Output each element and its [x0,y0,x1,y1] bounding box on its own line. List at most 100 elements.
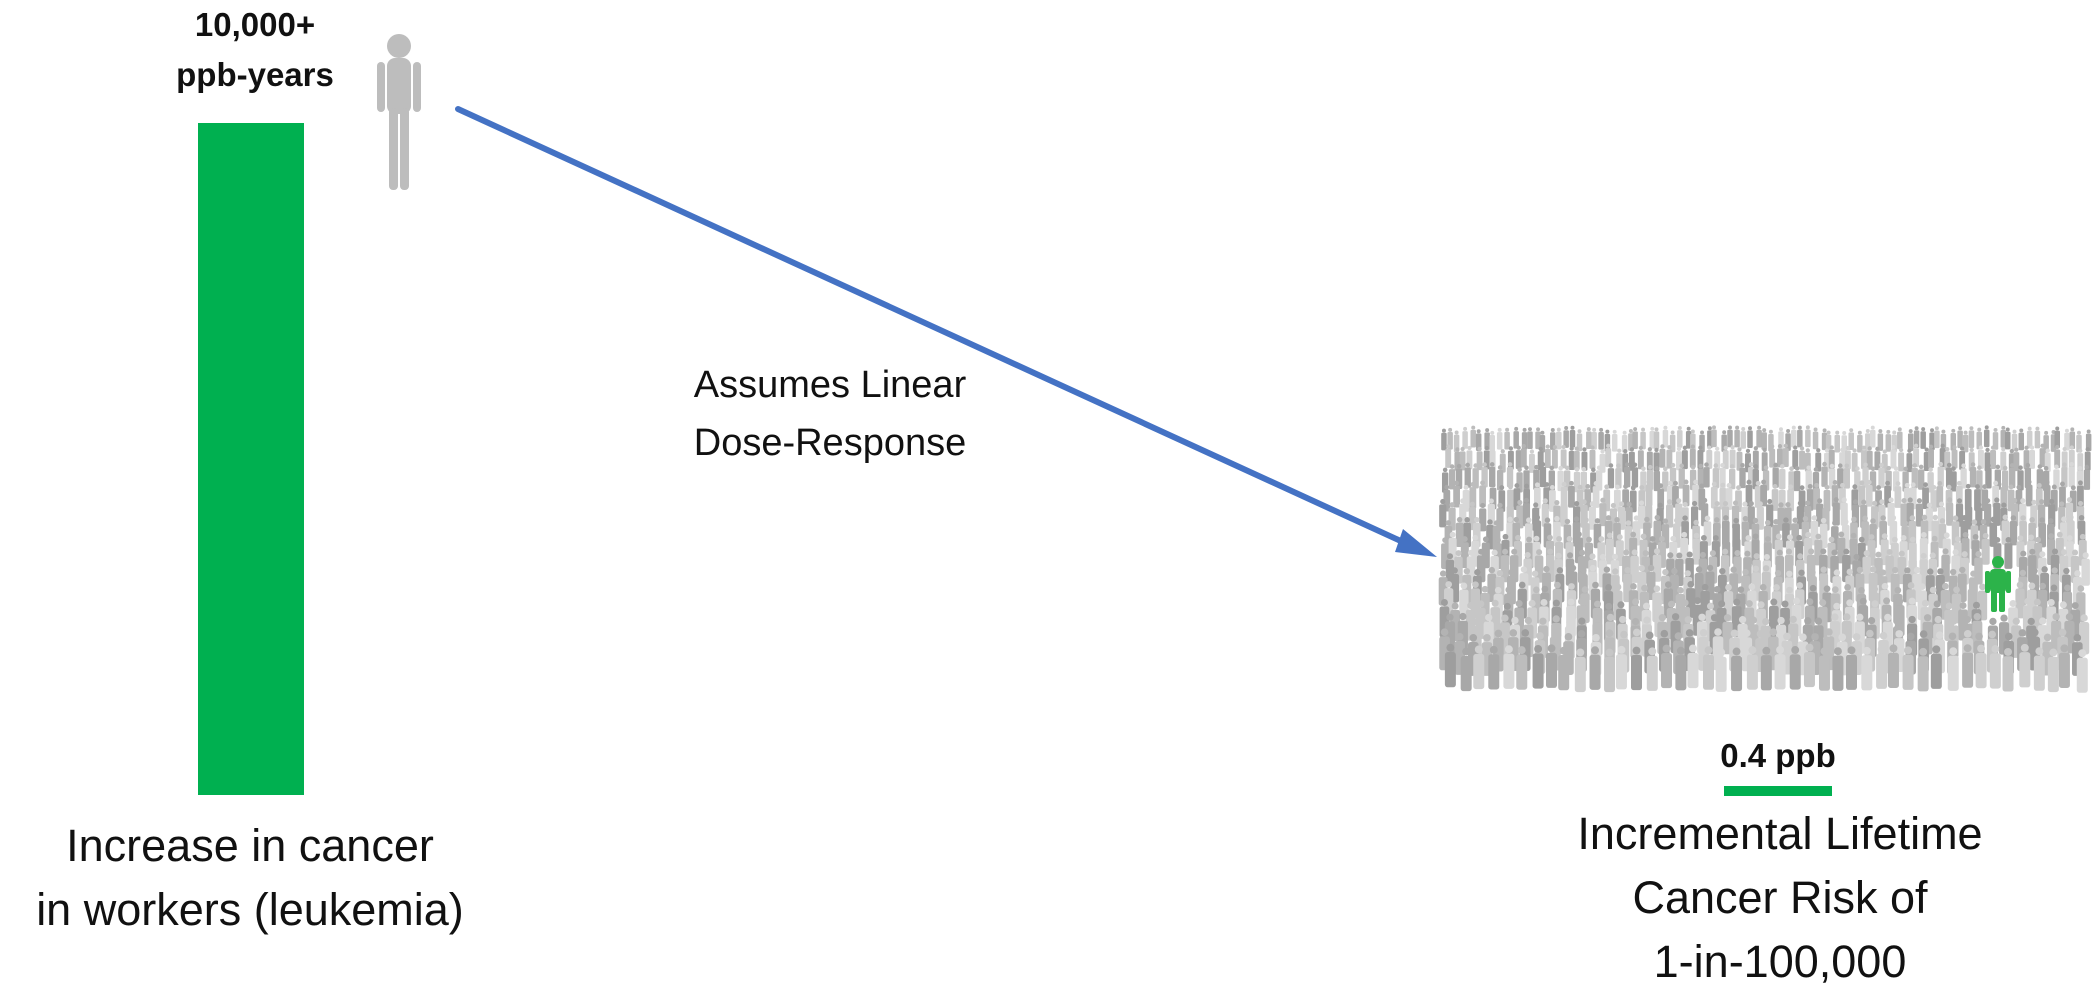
crowd-person [1884,480,1891,508]
crowd-person [1799,446,1805,470]
crowd-person [1631,462,1639,488]
crowd-person [1777,443,1783,468]
worker-caption: Increase in cancer in workers (leukemia) [0,814,500,942]
crowd-person [1624,462,1631,488]
crowd-person [1503,645,1515,689]
crowd-person [1640,427,1646,450]
crowd-person [1484,428,1490,450]
crowd-person [1598,427,1604,450]
public-exposure-bar [1724,786,1832,796]
crowd-person [1504,427,1510,450]
crowd-person [1589,646,1601,690]
crowd-person [2047,648,2059,693]
crowd-person [1682,479,1690,507]
crowd-person [1805,425,1811,448]
crowd-person [1516,646,1528,690]
crowd-person [1870,425,1876,448]
crowd-person [1473,645,1485,690]
crowd-person [1557,465,1564,492]
crowd-person [1876,645,1888,689]
crowd-person [1513,426,1519,449]
crowd-person [1961,531,1970,564]
crowd-person [2029,445,2036,469]
crowd-person [2011,497,2019,527]
crowd-person [1962,430,1969,453]
crowd-person [1500,548,1510,583]
crowd-person [1760,479,1768,507]
crowd-person [2054,444,2061,469]
crowd-person [1977,445,1984,469]
crowd-person [1902,646,1914,690]
arrow-label: Assumes Linear Dose-Response [640,356,1020,472]
crowd-person [1621,430,1628,453]
crowd-person [1464,462,1471,488]
crowd-person [1834,430,1840,453]
crowd-person [2039,443,2046,468]
crowd-person [1573,446,1580,470]
worker-dose-unit: ppb-years [176,56,334,93]
crowd-person [1441,428,1447,451]
crowd-person [2035,483,2043,510]
crowd-person [2002,647,2014,692]
public-dose-label: 0.4 ppb [1680,731,1876,781]
crowd-person [1595,465,1603,491]
crowd-person [1563,426,1569,448]
crowd-person [1649,426,1656,449]
crowd-person [1476,548,1486,583]
crowd-person [2033,647,2045,691]
crowd-person [1560,481,1568,509]
crowd-person [1445,444,1452,468]
crowd-person [1771,484,1779,511]
worker-dose-value: 10,000+ [194,6,316,43]
crowd-person [1782,443,1789,468]
crowd-icon [1438,425,2092,693]
crowd-person [1740,426,1746,449]
crowd-person [1589,445,1596,469]
crowd-person [1832,647,1844,691]
crowd-person [1479,480,1486,508]
crowd-person [1488,645,1500,690]
crowd-person [1476,446,1483,471]
crowd-person [1527,427,1533,449]
crowd-person [1574,648,1586,693]
worker-exposure-bar [198,123,304,795]
crowd-person [2081,552,2090,586]
crowd-person [1479,502,1487,532]
crowd-person [1821,461,1828,487]
crowd-person [1815,448,1822,472]
crowd-person [1646,647,1658,691]
crowd-person [1915,498,1924,527]
crowd-person [1874,446,1881,471]
crowd-person [1689,444,1696,468]
crowd-person [1934,426,1940,449]
crowd-person [2054,426,2060,449]
crowd-person [1769,444,1776,468]
crowd-person [1607,463,1615,489]
crowd-person [1687,644,1699,689]
crowd-person [1672,517,1681,548]
crowd-person [1630,549,1639,583]
crowd-person [1983,425,1990,448]
crowd-person [1662,425,1669,448]
crowd-person [1615,463,1622,489]
crowd-person [1543,482,1551,509]
crowd-person [1906,448,1913,473]
crowd-person [1703,462,1710,488]
crowd-person [1877,429,1884,451]
crowd-person [1568,480,1575,508]
crowd-person [2018,428,2025,451]
crowd-person [1453,480,1460,508]
crowd-person [1866,446,1873,470]
crowd-person [1455,516,1464,548]
crowd-person [1489,462,1496,488]
crowd-person [1818,647,1830,691]
crowd-person [1546,644,1558,688]
crowd-person [1734,425,1740,448]
crowd-person [1539,462,1547,488]
crowd-person [1581,447,1588,471]
crowd-person [1496,502,1504,532]
crowd-person [1731,647,1743,692]
arrow-label-line2: Dose-Response [693,422,967,464]
crowd-person [1775,549,1785,584]
